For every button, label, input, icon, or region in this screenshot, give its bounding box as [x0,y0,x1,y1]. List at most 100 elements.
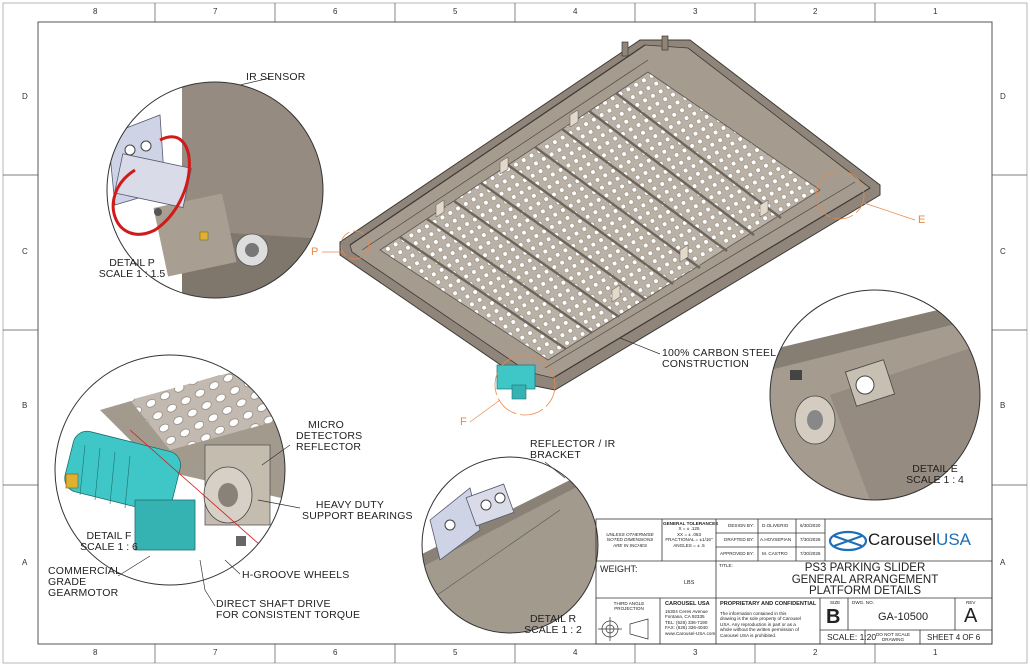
micro-line-3: REFLECTOR [296,441,362,453]
detail-p-title: DETAIL P [109,257,155,269]
no-scale-line-1: DO NOT SCALE [875,632,911,637]
carbon-steel-line-2: CONSTRUCTION [662,358,749,370]
zone-col-3-top: 3 [693,7,698,16]
title-line-3: PLATFORM DETAILS [808,585,922,597]
zone-row-b-right: B [1000,401,1006,410]
detail-r-caption: DETAIL R SCALE 1 : 2 [520,614,586,636]
zone-col-5-bottom: 5 [453,648,458,657]
direct-shaft-drive-label: DIRECT SHAFT DRIVE FOR CONSISTENT TORQUE [216,599,360,621]
zone-row-d-left: D [22,92,28,101]
tol-line-2: XX = ± .063 [676,531,702,537]
zone-col-3-bottom: 3 [693,648,698,657]
designed-by-label: DESIGN BY: [728,523,755,528]
company-address: 15304 Ceres Avenue Fontana, CA 92335 TEL… [665,609,715,636]
zone-row-d-right: D [1000,92,1006,101]
detail-p-caption: DETAIL P SCALE 1 : 1.5 [92,258,172,280]
detail-f-marker: F [460,416,467,428]
dwg-no-label: DWG. NO. [852,600,874,605]
zone-col-6-top: 6 [333,7,338,16]
detail-f-caption: DETAIL F SCALE 1 : 6 [72,531,146,553]
do-not-scale-note: DO NOT SCALE DRAWING [866,632,920,643]
unless-line-1: UNLESS OTHERWISE [606,532,654,537]
zone-col-6-bottom: 6 [333,648,338,657]
logo-word-carousel: Carousel [868,530,937,549]
h-groove-wheels-label: H-GROOVE WHEELS [242,569,350,581]
tol-line-4: ANGLES = ± .5 [673,542,705,548]
unless-noted-note: UNLESS OTHERWISE NOTED DIMENSIONS ARE IN… [600,532,660,548]
third-angle-projection-icon [598,617,649,641]
zone-col-2-top: 2 [813,7,818,16]
rev-label: REV [966,600,976,605]
zone-row-b-left: B [22,401,28,410]
zone-col-7-bottom: 7 [213,648,218,657]
bearings-line-1: HEAVY DUTY [315,499,385,511]
addr-line-4: FAX: (626) 336-4040 [665,625,708,631]
prop-line-4: whole without the written permission of [720,627,799,633]
sheet-number: SHEET 4 OF 6 [927,633,981,642]
reflector-line-1: REFLECTOR / IR [530,438,616,450]
prop-line-1: The information contained in this [720,611,787,616]
ir-sensor-label: IR SENSOR [246,71,306,83]
support-bearings-label: HEAVY DUTY SUPPORT BEARINGS [302,499,413,522]
tol-line-1: X = ± .125 [678,526,700,532]
detail-r-title: DETAIL R [529,613,577,625]
zone-col-1-top: 1 [933,7,938,16]
zone-col-4-top: 4 [573,7,578,16]
bearings-line-2: SUPPORT BEARINGS [302,510,413,522]
approved-by-value: M. CASTRO [762,551,788,556]
general-tolerances: GENERAL TOLERANCES X = ± .125 XX = ± .06… [663,521,719,548]
drafted-by-value: A.HOVSEPIAN [760,537,792,542]
zone-col-2-bottom: 2 [813,648,818,657]
unless-line-3: ARE IN INCHES [613,542,647,548]
zone-col-8-top: 8 [93,7,98,16]
carousel-logo-icon [828,530,868,552]
gearmotor-label: COMMERCIAL GRADE GEARMOTOR [48,566,121,599]
gearmotor-line-1: COMMERCIAL [48,565,122,577]
drafted-by-label: DRAFTED BY: [724,537,755,542]
title-line-2: GENERAL ARRANGEMENT [791,573,939,586]
weight-label: WEIGHT: [600,564,638,574]
detail-e-caption: DETAIL E SCALE 1 : 4 [900,464,970,486]
tol-header: GENERAL TOLERANCES [663,521,719,526]
micro-detectors-label: MICRO DETECTORS REFLECTOR [296,420,363,453]
title-line-1: PS3 PARKING SLIDER [804,562,926,574]
prop-line-2: drawing is the sole property of Carousel [720,616,801,622]
title-label: TITLE: [719,563,733,568]
detail-e-title: DETAIL E [912,463,958,475]
detail-e-marker: E [918,214,926,226]
addr-line-2: Fontana, CA 92335 [665,614,705,620]
drafted-date: 7/30/2026 [800,537,821,542]
detail-p-scale: SCALE 1 : 1.5 [98,268,166,280]
dwg-no-value: GA-10500 [878,611,929,623]
projection-line-1: THIRD ANGLE [613,601,645,606]
detail-f-view [54,354,301,607]
micro-line-2: DETECTORS [296,430,363,442]
designed-by-value: D.OLIVERIO [762,523,789,528]
zone-col-5-top: 5 [453,7,458,16]
rev-value: A [964,605,978,627]
tol-line-3: FRACTIONAL = ±1/16" [665,537,713,543]
logo-word-usa: USA [936,530,972,549]
gearmotor-line-3: GEARMOTOR [48,587,119,599]
prop-line-5: Carousel USA is prohibited. [720,632,777,638]
zone-row-c-right: C [1000,247,1006,256]
carbon-steel-label: 100% CARBON STEEL CONSTRUCTION [662,348,776,370]
detail-p-marker: P [311,246,319,258]
approved-date: 7/30/2026 [800,551,821,556]
reflector-bracket-label: REFLECTOR / IR BRACKET [530,439,615,461]
platform-isometric-view [322,35,916,423]
no-scale-line-2: DRAWING [881,637,905,643]
zone-row-a-right: A [1000,558,1006,567]
detail-e-scale: SCALE 1 : 4 [906,474,964,486]
scale-value: SCALE: 1:20 [827,632,877,642]
proprietary-notice: The information contained in this drawin… [720,611,801,638]
reflector-line-2: BRACKET [530,449,581,461]
detail-p-view [106,77,324,299]
detail-e-view [769,289,981,501]
size-value: B [826,606,841,628]
zone-col-8-bottom: 8 [93,648,98,657]
company-name: CAROUSEL USA [665,601,710,607]
company-logo: CarouselUSA [868,530,971,550]
drawing-title: PS3 PARKING SLIDER GENERAL ARRANGEMENT P… [740,562,990,598]
unless-line-2: NOTED DIMENSIONS [606,537,654,543]
